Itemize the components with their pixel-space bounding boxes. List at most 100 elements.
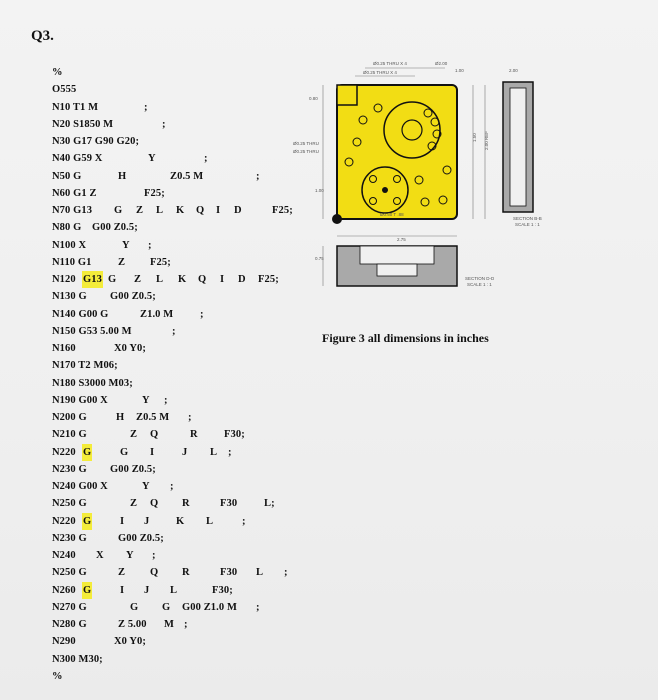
program-token: J	[144, 515, 150, 527]
program-token: Z	[134, 274, 142, 285]
program-token: N250 G	[52, 498, 87, 510]
hole-icon	[438, 195, 448, 205]
program-token: ;	[242, 515, 246, 527]
program-token: ;	[152, 550, 156, 561]
dim-thru-left2: Ø0.25 THRU	[293, 149, 319, 154]
program-token: N210 G	[52, 429, 87, 441]
program-token: N200 G	[52, 412, 87, 423]
program-token: Y	[148, 153, 156, 165]
section-bb-title: SECTION B-B	[513, 216, 542, 221]
dim-thru1: Ø0.25 THRU X 4	[373, 61, 407, 66]
program-token: N270 G	[52, 601, 87, 613]
hole-icon	[414, 175, 424, 185]
program-token: F25;	[150, 256, 171, 268]
program-token: Y	[126, 550, 134, 561]
dim-dia-top: Ø2.00	[435, 61, 448, 66]
hole-icon	[393, 175, 401, 183]
dim-right2: 2.00 REF	[484, 131, 489, 150]
program-token: N170 T2 M06;	[52, 360, 118, 372]
highlighted-token: G	[82, 512, 93, 530]
hole-icon	[430, 117, 440, 127]
program-token: N10 T1 M	[52, 101, 99, 113]
program-token: ;	[256, 601, 260, 613]
program-token: Q	[150, 429, 159, 441]
dim-bottom: 2.75	[397, 237, 406, 242]
dim-left-mid: 1.00	[315, 188, 324, 193]
program-token: J	[144, 584, 150, 596]
program-token: N240 G00 X	[52, 481, 108, 492]
question-label: Q3.	[31, 28, 54, 44]
program-token: L	[206, 515, 214, 527]
program-token: ;	[184, 619, 188, 630]
program-token: N60 G1 Z	[52, 187, 97, 199]
program-token: ;	[162, 118, 166, 130]
program-token: G	[108, 274, 117, 285]
program-token: ;	[170, 481, 174, 492]
program-token: N180 S3000 M03;	[52, 377, 133, 389]
program-token: ;	[256, 170, 260, 182]
program-token: G	[130, 601, 139, 613]
program-token: Z	[130, 429, 138, 441]
pocket-inner	[401, 119, 423, 141]
program-token: R	[190, 429, 198, 441]
program-token: N190 G00 X	[52, 394, 108, 406]
program-token: F30;	[224, 429, 245, 441]
program-token: ;	[188, 412, 192, 423]
hole-icon	[423, 108, 433, 118]
highlighted-token: G	[82, 443, 93, 461]
program-token: Q	[196, 205, 205, 216]
program-token: K	[176, 515, 185, 527]
program-token: N150 G53 5.00 M	[52, 325, 132, 337]
program-token: L	[210, 446, 218, 458]
program-token: Q	[150, 498, 159, 510]
program-token: N230 G	[52, 532, 87, 544]
hole-icon	[352, 137, 362, 147]
program-token: H	[116, 412, 125, 423]
hole-icon	[393, 197, 401, 205]
program-token: N100 X	[52, 239, 87, 251]
dim-thru2: Ø0.25 THRU X 4	[363, 70, 397, 75]
program-token: F30	[220, 498, 238, 510]
program-token: L	[256, 567, 264, 579]
program-token: X0 Y0;	[114, 636, 146, 648]
program-token: L	[170, 584, 178, 596]
program-token: Z	[118, 256, 126, 268]
program-token: N40 G59 X	[52, 153, 103, 165]
program-token: F25;	[258, 274, 279, 285]
program-token: X	[96, 550, 104, 561]
program-token: ;	[148, 239, 152, 251]
program-token: F30	[220, 567, 238, 579]
program-token: N70 G13	[52, 205, 93, 216]
program-token: N160	[52, 343, 76, 354]
program-token: I	[216, 205, 221, 216]
program-token: N290	[52, 636, 76, 648]
program-token: N250 G	[52, 567, 87, 579]
dim-small: 1.00	[455, 68, 464, 73]
program-token: G00 Z0.5;	[118, 532, 164, 544]
program-token: O555	[52, 84, 77, 96]
program-token: Z 5.00	[118, 619, 147, 630]
program-token: N300 M30;	[52, 653, 103, 665]
program-token: Z	[118, 567, 126, 579]
dim-bottom-center: Ø0.50 T .88	[380, 212, 404, 217]
origin-icon	[332, 214, 342, 224]
program-token: ;	[284, 567, 288, 579]
program-token: J	[182, 446, 188, 458]
program-token: L	[156, 274, 164, 285]
hole-icon	[442, 165, 452, 175]
program-token: Z0.5 M	[136, 412, 170, 423]
program-token: N220	[52, 515, 79, 527]
program-token: Y	[142, 481, 150, 492]
large-pocket	[383, 101, 441, 159]
program-token: Z	[130, 498, 138, 510]
program-token: F25;	[272, 205, 293, 216]
program-token: Y	[122, 239, 130, 251]
hole-icon	[373, 103, 383, 113]
program-token: N260	[52, 584, 79, 596]
program-token: Y	[142, 394, 150, 406]
program-token: M	[164, 619, 175, 630]
program-token: ;	[164, 394, 168, 406]
program-token: N280 G	[52, 619, 87, 630]
program-token: R	[182, 498, 190, 510]
program-token: Q	[198, 274, 207, 285]
